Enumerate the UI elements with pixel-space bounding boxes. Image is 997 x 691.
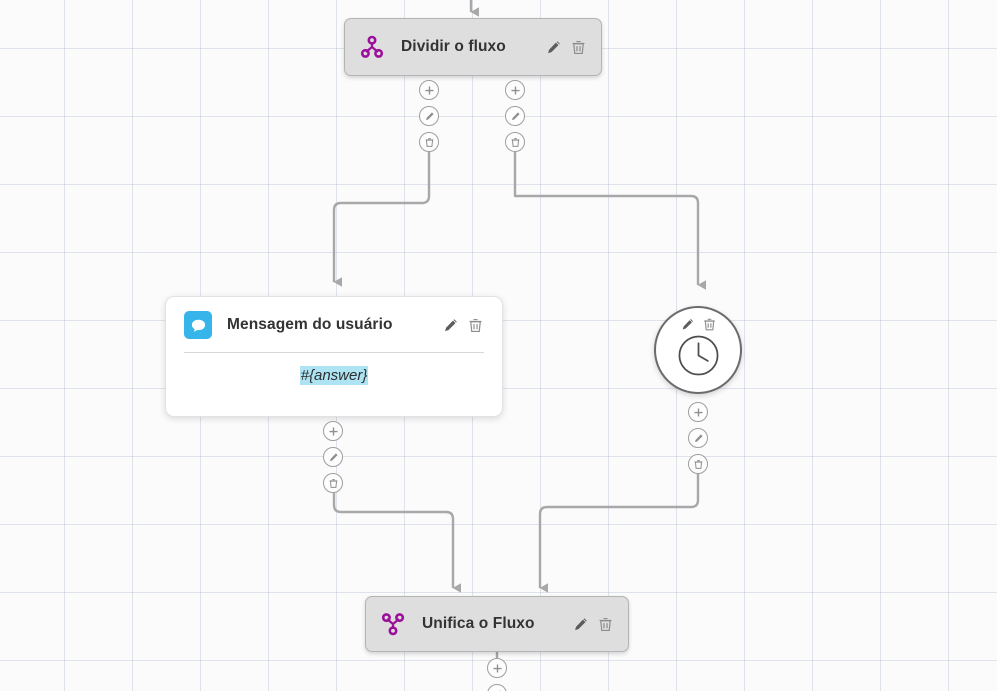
delete-trash-icon — [329, 478, 337, 488]
delete-trash-icon — [511, 137, 519, 147]
node-dividir-o-fluxo[interactable]: Dividir o fluxo — [344, 18, 602, 76]
edit-pencil-icon[interactable] — [680, 317, 695, 332]
delete-connector-button[interactable] — [688, 454, 708, 474]
edit-pencil-icon — [694, 433, 703, 442]
plus-icon — [510, 85, 520, 95]
edit-pencil-icon[interactable] — [545, 39, 562, 56]
delete-trash-icon — [694, 459, 702, 469]
delete-trash-icon[interactable] — [570, 39, 587, 56]
node-actions — [442, 317, 484, 334]
delete-connector-button[interactable] — [419, 132, 439, 152]
add-connector-button[interactable] — [505, 80, 525, 100]
edge-split-right-to-delay — [513, 152, 706, 290]
delete-connector-button[interactable] — [505, 132, 525, 152]
connector-buttons-merge[interactable] — [487, 658, 507, 691]
edit-connector-button[interactable] — [323, 447, 343, 467]
plus-icon — [693, 407, 703, 417]
plus-icon — [328, 426, 338, 436]
node-body: #{answer} — [166, 353, 502, 405]
add-connector-button[interactable] — [323, 421, 343, 441]
node-header: Mensagem do usuário — [166, 297, 502, 339]
add-connector-button[interactable] — [487, 658, 507, 678]
node-title-unifica-o-fluxo: Unifica o Fluxo — [422, 615, 535, 632]
split-flow-icon — [359, 34, 385, 60]
node-title-dividir-o-fluxo: Dividir o fluxo — [401, 38, 506, 55]
speech-bubble-icon — [184, 311, 212, 339]
delete-connector-button[interactable] — [323, 473, 343, 493]
edit-connector-button[interactable] — [688, 428, 708, 448]
connector-buttons-split-right[interactable] — [505, 80, 525, 152]
edit-pencil-icon — [329, 452, 338, 461]
merge-flow-icon — [380, 611, 406, 637]
edge-split-left-to-message — [332, 152, 431, 287]
clock-icon — [677, 334, 720, 382]
delete-trash-icon — [425, 137, 433, 147]
node-mensagem-do-usuario[interactable]: Mensagem do usuário #{answ — [165, 296, 503, 417]
plus-icon — [492, 663, 502, 673]
node-divider — [184, 352, 484, 353]
add-connector-button[interactable] — [688, 402, 708, 422]
node-actions — [680, 317, 717, 332]
connector-buttons-message[interactable] — [323, 421, 343, 493]
delete-trash-icon[interactable] — [467, 317, 484, 334]
plus-icon — [424, 85, 434, 95]
delete-trash-icon[interactable] — [597, 616, 614, 633]
node-actions — [572, 616, 614, 633]
add-connector-button[interactable] — [419, 80, 439, 100]
edit-pencil-icon — [511, 111, 520, 120]
edit-connector-button[interactable] — [505, 106, 525, 126]
edit-connector-button[interactable] — [419, 106, 439, 126]
message-variable-text: #{answer} — [299, 366, 369, 385]
node-unifica-o-fluxo[interactable]: Unifica o Fluxo — [365, 596, 629, 652]
edge-message-to-merge — [332, 493, 461, 593]
edit-pencil-icon[interactable] — [572, 616, 589, 633]
node-delay[interactable] — [654, 306, 742, 394]
edit-pencil-icon[interactable] — [442, 317, 459, 334]
delete-trash-icon[interactable] — [702, 317, 717, 332]
edge-delay-to-merge — [538, 474, 700, 593]
connector-buttons-delay[interactable] — [688, 402, 708, 474]
node-title-mensagem-do-usuario: Mensagem do usuário — [227, 316, 393, 333]
edit-pencil-icon — [425, 111, 434, 120]
edit-connector-button[interactable] — [487, 684, 507, 691]
connector-buttons-split-left[interactable] — [419, 80, 439, 152]
node-actions — [545, 39, 587, 56]
